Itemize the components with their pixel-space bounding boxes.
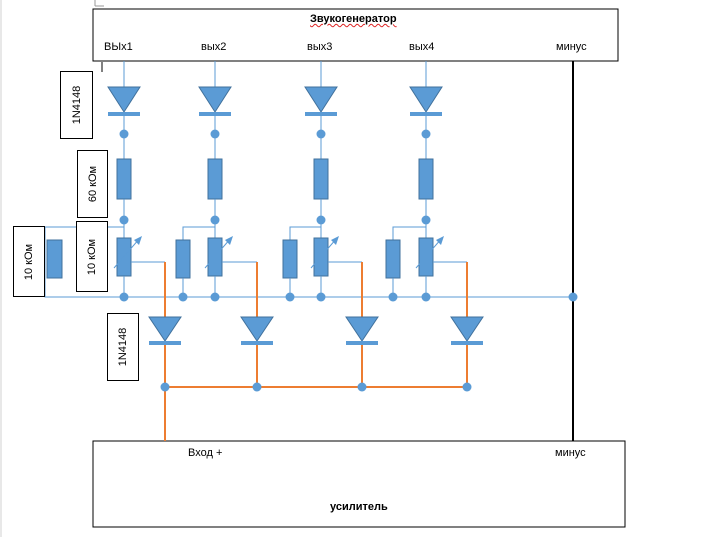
fixed-resistor-10k <box>175 239 191 279</box>
trim-arrowhead <box>436 236 444 245</box>
diode-1n4148 <box>148 316 182 342</box>
diode-1n4148 <box>345 316 379 342</box>
generator-title: Звукогенератор <box>310 13 397 25</box>
diode-1n4148 <box>304 86 338 113</box>
junction-dot <box>421 292 431 302</box>
trim-arrowhead <box>331 236 339 245</box>
resistor-60k <box>116 158 132 200</box>
resistor-60k <box>418 158 434 200</box>
junction-dot <box>119 129 129 139</box>
fixed-resistor-label-box: 10 кОм <box>13 226 45 297</box>
resistor-60k-label-box: 60 кОм <box>77 150 108 218</box>
diode-cathode-bar <box>305 112 337 116</box>
junction-dot <box>421 215 431 225</box>
junction-dot <box>210 215 220 225</box>
resistor-60k <box>313 158 329 200</box>
junction-dot <box>316 292 326 302</box>
bus-junction <box>252 382 262 392</box>
diode-cathode-bar <box>108 112 140 116</box>
fixed-resistor-10k <box>385 239 401 279</box>
diode-cathode-bar <box>451 341 483 345</box>
amplifier-box <box>92 440 626 528</box>
fixed-resistor-label: 10 кОм <box>23 243 35 280</box>
generator-minus-label: минус <box>556 41 587 53</box>
junction-dot <box>210 292 220 302</box>
fixed-resistor-10k <box>282 239 298 279</box>
junction-dot <box>421 129 431 139</box>
bus-junction <box>462 382 472 392</box>
diode-cathode-bar <box>346 341 378 345</box>
amplifier-minus-label: минус <box>555 447 586 459</box>
amplifier-title: усилитель <box>330 501 388 513</box>
trim-arrowhead <box>225 236 233 245</box>
diode-cathode-bar <box>241 341 273 345</box>
diode-1n4148 <box>450 316 484 342</box>
amplifier-input-label: Вход + <box>188 447 223 459</box>
diode-1n4148 <box>409 86 443 113</box>
resistor-60k <box>207 158 223 200</box>
junction-dot <box>285 292 295 302</box>
diode-bottom-label-box: 1N4148 <box>107 313 139 381</box>
wire <box>289 226 321 240</box>
trim-arrow <box>113 237 141 269</box>
diode-cathode-bar <box>149 341 181 345</box>
trim-resistor-label: 10 кОм <box>86 238 98 275</box>
junction-dot <box>210 129 220 139</box>
junction-dot <box>119 292 129 302</box>
diode-top-label-box: 1N4148 <box>60 71 93 139</box>
junction-dot <box>119 215 129 225</box>
sound-generator-box <box>92 8 619 62</box>
diode-bottom-label: 1N4148 <box>117 327 129 367</box>
resistor-60k-label: 60 кОм <box>86 165 99 203</box>
diode-cathode-bar <box>199 112 231 116</box>
fixed-resistor <box>46 239 63 279</box>
wire <box>182 226 215 240</box>
trim-arrow <box>415 237 443 269</box>
trim-arrow <box>310 237 338 269</box>
diode-top-label: 1N4148 <box>70 85 83 125</box>
diode-cathode-bar <box>410 112 442 116</box>
bus-junction <box>568 292 578 302</box>
diode-1n4148 <box>107 86 141 113</box>
trim-resistor-label-box: 10 кОм <box>76 221 108 292</box>
output-label-1: ВЫх1 <box>104 41 133 53</box>
wire <box>392 226 426 240</box>
junction-dot <box>316 129 326 139</box>
output-label-3: вых3 <box>307 41 333 53</box>
output-label-2: вых2 <box>201 41 227 53</box>
diode-1n4148 <box>240 316 274 342</box>
diode-1n4148 <box>198 86 232 113</box>
trim-arrowhead <box>134 236 142 245</box>
trim-arrow <box>204 237 232 269</box>
bus-junction <box>160 382 170 392</box>
bus-junction <box>357 382 367 392</box>
junction-dot <box>178 292 188 302</box>
junction-dot <box>388 292 398 302</box>
output-label-4: вых4 <box>409 41 435 53</box>
junction-dot <box>316 215 326 225</box>
